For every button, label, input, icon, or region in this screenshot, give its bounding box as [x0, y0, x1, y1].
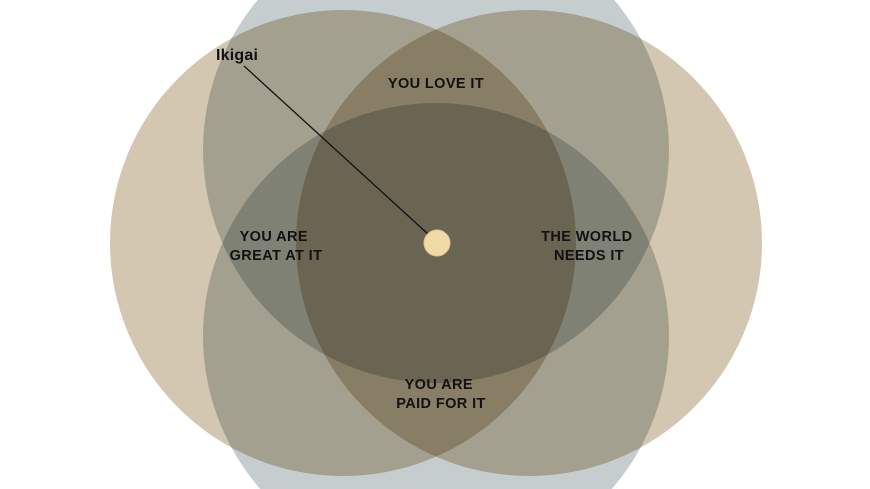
- ikigai-center-dot[interactable]: [423, 229, 451, 257]
- label-you-are-paid-for-it-line1: YOU ARE: [405, 377, 473, 393]
- label-the-world-needs-it-line2: NEEDS IT: [554, 248, 624, 264]
- label-the-world-needs-it-line1: THE WORLD: [541, 229, 632, 245]
- label-you-are-paid-for-it-line2: PAID FOR IT: [396, 396, 486, 412]
- label-you-are-great-at-it: YOU ARE GREAT AT IT: [230, 229, 323, 264]
- circle-labels-group: YOU LOVE IT THE WORLD NEEDS IT YOU ARE P…: [230, 76, 637, 412]
- ikigai-callout-group: Ikigai: [216, 47, 429, 235]
- label-you-love-it: YOU LOVE IT: [388, 76, 484, 92]
- label-you-are-paid-for-it: YOU ARE PAID FOR IT: [396, 377, 486, 412]
- ikigai-label: Ikigai: [216, 47, 258, 64]
- circle-the-world-needs-it[interactable]: [296, 10, 762, 476]
- label-you-are-great-at-it-line2: GREAT AT IT: [230, 248, 323, 264]
- label-you-are-great-at-it-line1: YOU ARE: [240, 229, 308, 245]
- label-the-world-needs-it: THE WORLD NEEDS IT: [541, 229, 637, 264]
- venn-circles-group: [110, 0, 762, 489]
- ikigai-leader-line: [243, 65, 429, 235]
